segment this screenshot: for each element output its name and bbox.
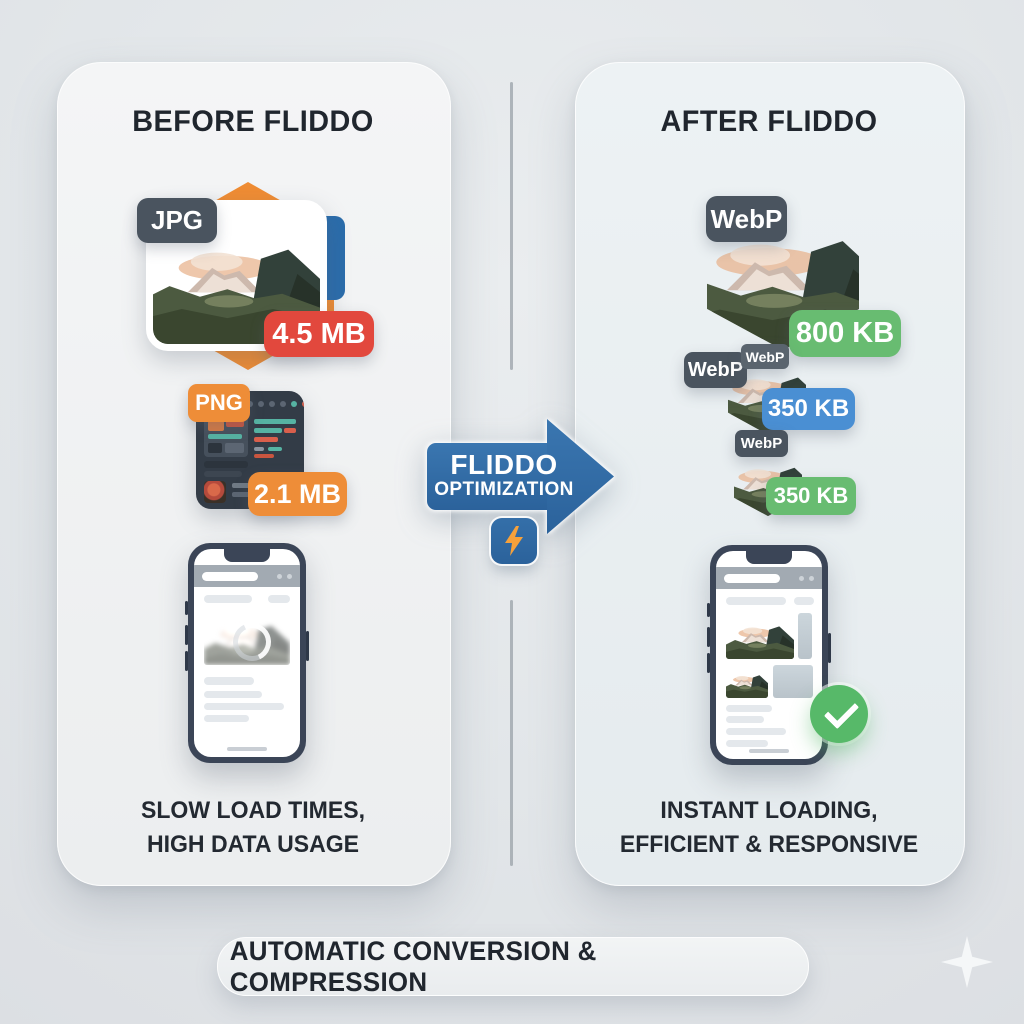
success-check-icon bbox=[810, 685, 868, 743]
lightning-badge bbox=[491, 518, 537, 564]
jpg-format-badge: JPG bbox=[137, 198, 217, 243]
browser-address-bar bbox=[194, 565, 300, 587]
phone-before-screen bbox=[194, 549, 300, 757]
phone-notch bbox=[746, 551, 792, 564]
phone-notch bbox=[224, 549, 270, 562]
home-indicator bbox=[749, 749, 789, 753]
sparkle-icon bbox=[941, 936, 993, 988]
arrow-tail bbox=[427, 443, 559, 510]
loaded-image-large bbox=[726, 613, 794, 659]
screenshot-thumbnail bbox=[204, 481, 226, 503]
loaded-image-thumb-1 bbox=[726, 665, 768, 698]
phone-after bbox=[707, 545, 831, 765]
webp-format-badge-3: WebP bbox=[735, 430, 788, 457]
after-caption: INSTANT LOADING, EFFICIENT & RESPONSIVE bbox=[619, 797, 919, 859]
after-title: AFTER FLIDDO bbox=[660, 105, 878, 138]
before-caption: SLOW LOAD TIMES, HIGH DATA USAGE bbox=[140, 797, 365, 859]
arrow-label: FLIDDO OPTIMIZATION bbox=[434, 449, 574, 501]
divider-line-bottom bbox=[510, 600, 513, 866]
before-title: BEFORE FLIDDO bbox=[132, 105, 374, 138]
loaded-image-side bbox=[798, 613, 812, 659]
webp-format-tag-2: WebP bbox=[741, 344, 789, 369]
footer-banner: AUTOMATIC CONVERSION & COMPRESSION bbox=[217, 935, 809, 997]
lightning-icon bbox=[505, 526, 523, 556]
screenshot-mosaic bbox=[204, 417, 248, 457]
loading-image-placeholder bbox=[204, 611, 290, 665]
home-indicator bbox=[227, 747, 267, 751]
webp-size-badge-2: 350 KB bbox=[762, 388, 855, 430]
phone-before bbox=[185, 543, 309, 763]
webp-format-badge-1: WebP bbox=[706, 196, 787, 242]
footer-banner-text: AUTOMATIC CONVERSION & COMPRESSION bbox=[229, 935, 597, 997]
loaded-image-thumb-2 bbox=[773, 665, 813, 698]
divider-line-top bbox=[510, 82, 513, 370]
webp-format-badge-2: WebP bbox=[684, 352, 747, 388]
phone-after-screen bbox=[716, 551, 822, 759]
png-format-badge: PNG bbox=[188, 384, 250, 422]
browser-address-bar bbox=[716, 567, 822, 589]
png-size-badge: 2.1 MB bbox=[248, 472, 347, 516]
jpg-size-badge: 4.5 MB bbox=[264, 311, 374, 357]
webp-size-badge-1: 800 KB bbox=[789, 310, 901, 357]
webp-size-badge-3: 350 KB bbox=[766, 477, 856, 515]
